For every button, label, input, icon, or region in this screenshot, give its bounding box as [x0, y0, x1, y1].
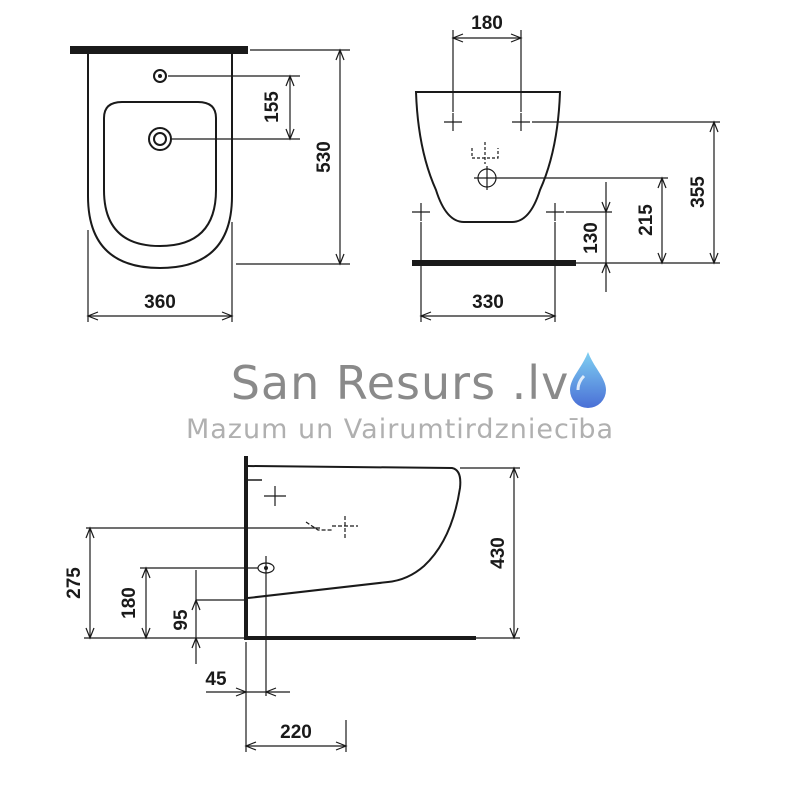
dim-label-180-side: 180 — [119, 587, 140, 619]
watermark-tagline: Mazum un Vairumtirdzniecība — [185, 414, 615, 445]
dim-label-180-top: 180 — [471, 13, 503, 34]
bolt-marks — [412, 113, 564, 221]
dim-label-355: 355 — [688, 176, 709, 208]
side-view-body — [247, 465, 462, 599]
watermark-brand: San Resurs .lv — [0, 356, 800, 410]
dim-label-130: 130 — [581, 222, 602, 254]
dim-label-220: 220 — [280, 722, 312, 743]
dim-label-430: 430 — [488, 537, 509, 569]
top-view-wall-plate — [70, 46, 248, 54]
dim-label-45: 45 — [205, 669, 227, 690]
dim-label-530: 530 — [314, 141, 335, 173]
top-view-inner-bowl — [103, 101, 217, 248]
water-drop-icon — [570, 352, 606, 408]
dim-label-95: 95 — [171, 609, 192, 631]
watermark-brand-text: San Resurs .lv — [230, 356, 570, 410]
dim-label-330: 330 — [472, 292, 504, 313]
back-view — [412, 30, 720, 322]
drain-hole — [148, 127, 172, 151]
dim-label-155: 155 — [262, 91, 283, 123]
top-view-outer-bowl — [87, 54, 233, 270]
dim-label-275: 275 — [64, 567, 85, 599]
dim-label-215: 215 — [636, 204, 657, 236]
side-view — [84, 456, 520, 752]
dim-label-360: 360 — [144, 292, 176, 313]
back-view-floor-line — [412, 260, 576, 266]
top-view — [70, 46, 350, 322]
back-view-body — [414, 91, 562, 223]
tap-hole — [153, 69, 167, 83]
